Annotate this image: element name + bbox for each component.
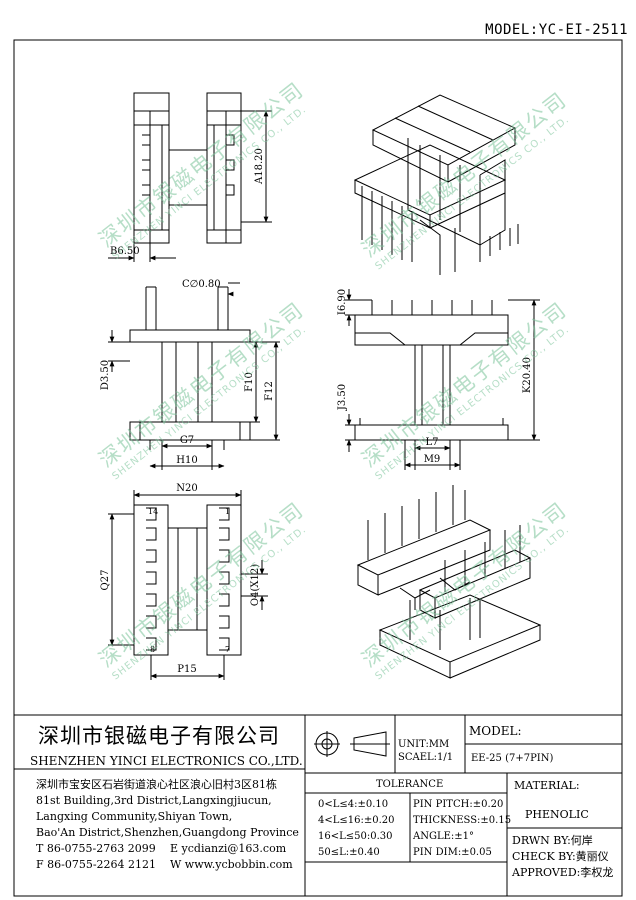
dim-j350: J3.50 [337,384,348,411]
dim-l7: L7 [425,437,438,448]
model-number: MODEL:YC-EI-2511 [485,22,628,38]
tolerance-left-row: 50≤L:±0.40 [318,847,380,858]
tolerance-right-row: PIN DIM:±0.05 [413,847,492,858]
title-block-grid [13,714,623,897]
material-label: MATERIAL: [514,779,580,792]
dim-f10: F10 [244,372,255,392]
tel-number: T 86-0755-2763 2099 [36,842,156,855]
scale-label: SCAEL:1/1 [398,752,454,763]
approved-by: APPROVED:李权龙 [512,866,614,879]
dim-i690: I6.90 [337,289,348,315]
pin-1-label: 1 [225,507,230,516]
pin-8-label: 8 [150,645,155,654]
dim-c080: C∅0.80 [182,279,221,290]
tolerance-title: TOLERANCE [376,779,444,790]
pin-14-label: 14 [148,507,158,516]
dim-m9: M9 [424,454,441,465]
website: W www.ycbobbin.com [170,858,293,871]
model-label: MODEL: [469,724,522,738]
address-line: Langxing Community,Shiyan Town, [36,810,233,823]
model-value: EE-25 (7+7PIN) [471,753,554,764]
dim-b650: B6.50 [110,246,140,257]
tolerance-left-row: 16<L≤50:0.30 [318,831,393,842]
tolerance-right-row: ANGLE:±1° [413,831,475,842]
dim-q27: Q27 [100,570,111,591]
company-name-en: SHENZHEN YINCI ELECTRONICS CO.,LTD. [30,754,303,768]
tolerance-left-row: 0<L≤4:±0.10 [318,799,389,810]
address-line: 深圳市宝安区石岩街道浪心社区浪心旧村3区81栋 [36,778,277,791]
material-value: PHENOLIC [525,808,589,821]
fax-number: F 86-0755-2264 2121 [36,858,157,871]
dim-d350: D3.50 [100,360,111,390]
dim-h10: H10 [176,455,197,466]
dim-a1820: A18.20 [254,148,265,185]
dim-n20: N20 [176,483,197,494]
address-line: 81st Building,3rd District,Langxingjiucu… [36,794,272,807]
tolerance-left-row: 4<L≤16:±0.20 [318,815,395,826]
dim-p15: P15 [177,664,196,675]
view-side-left [108,282,280,470]
email-address: E ycdianzi@163.com [170,842,287,855]
pin-7-label: 7 [225,645,230,654]
dim-g7: G7 [180,435,194,446]
dim-o4x12: O4(X12) [250,564,261,606]
tolerance-right-row: PIN PITCH:±0.20 [413,799,504,810]
dim-f12: F12 [264,381,275,401]
view-front-top [108,92,272,262]
checked-by: CHECK BY:黄丽仪 [512,850,609,863]
unit-label: UNIT:MM [398,739,450,750]
view-iso-bottom [356,485,542,679]
address-line: Bao'An District,Shenzhen,Guangdong Provi… [36,826,299,839]
view-bottom [108,490,268,680]
company-name-cn: 深圳市银磁电子有限公司 [38,724,280,748]
dim-k2040: K20.40 [522,357,533,393]
tolerance-right-row: THICKNESS:±0.15 [413,815,512,826]
view-side-right [345,289,540,470]
view-iso-top [353,94,519,275]
drawn-by: DRWN BY:何岸 [512,834,593,847]
